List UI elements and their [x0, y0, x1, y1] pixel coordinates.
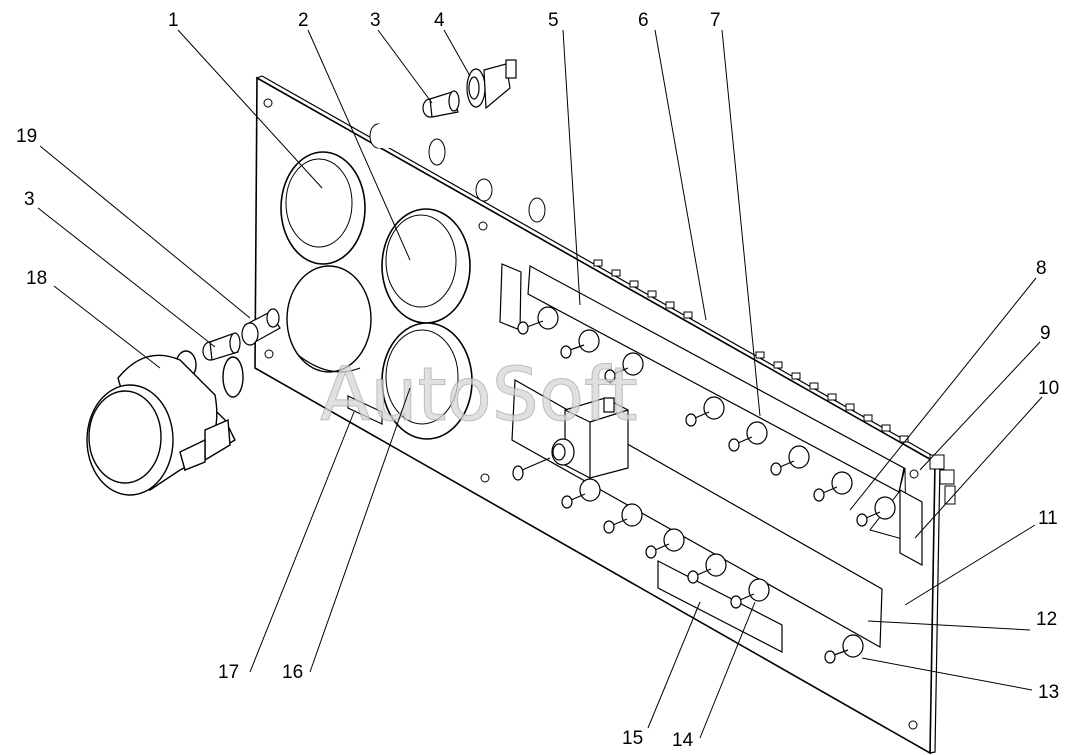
end-plate-10	[899, 488, 923, 567]
callout-9: 9	[1040, 323, 1051, 344]
toggle-switch	[856, 496, 896, 527]
mount-hole	[480, 473, 490, 483]
gauge-cutout	[286, 265, 372, 373]
gauge-18	[86, 350, 244, 496]
toggle-switch	[685, 396, 725, 427]
callout-15: 15	[622, 728, 643, 749]
rocker-switch	[512, 397, 629, 481]
lamp-socket-19	[241, 308, 281, 346]
lamp-bulb-3-top	[422, 90, 460, 118]
toggle-switches	[517, 306, 896, 664]
mount-hole	[909, 469, 919, 479]
mount-hole	[478, 221, 488, 231]
toggle-switch	[561, 478, 601, 509]
callout-14: 14	[672, 730, 694, 751]
watermark: AutoSoft	[320, 352, 638, 438]
toggle-switch	[687, 553, 727, 584]
mount-hole	[264, 349, 274, 359]
toggle-switch	[517, 306, 559, 335]
callout-4: 4	[434, 10, 445, 31]
toggle-switch	[728, 421, 768, 452]
gauge-2	[381, 208, 471, 324]
callout-3: 3	[370, 10, 381, 31]
toggle-switch	[824, 634, 864, 664]
callout-5: 5	[548, 10, 559, 31]
rear-gauge-bodies	[369, 123, 546, 223]
toggle-switch	[560, 329, 600, 359]
connector-teeth	[593, 259, 956, 505]
mount-hole	[908, 720, 918, 730]
callout-3-left: 3	[24, 189, 35, 210]
lamp-socket-4	[466, 59, 517, 110]
callout-12: 12	[1036, 609, 1057, 630]
callout-7: 7	[710, 10, 721, 31]
toggle-switch	[770, 445, 810, 476]
callout-19: 19	[16, 126, 37, 147]
mount-hole	[263, 98, 273, 108]
callout-8: 8	[1036, 258, 1047, 279]
gauge-16	[381, 322, 473, 440]
callout-6: 6	[638, 10, 649, 31]
toggle-switch	[603, 503, 643, 534]
callout-2: 2	[298, 10, 309, 31]
toggle-switch	[813, 471, 853, 502]
toggle-switch	[604, 352, 644, 383]
callout-13: 13	[1038, 682, 1059, 703]
gauge-1	[280, 151, 366, 265]
callout-labels: 1 2 3 4 5 6 7 19 3 18 8 9 10 11 12 13 14…	[16, 10, 1059, 751]
leader-lines	[37, 29, 1043, 739]
toggle-switch	[730, 578, 770, 609]
callout-17: 17	[218, 662, 239, 683]
callout-16: 16	[282, 662, 303, 683]
label-plate-17	[347, 395, 383, 425]
lamp-bulb-3-left	[202, 332, 241, 361]
switch-strip-upper	[499, 263, 907, 541]
callout-11: 11	[1038, 508, 1058, 529]
callout-10: 10	[1038, 378, 1059, 399]
callout-1: 1	[168, 10, 179, 31]
callout-18: 18	[26, 268, 47, 289]
toggle-switch	[645, 528, 685, 559]
